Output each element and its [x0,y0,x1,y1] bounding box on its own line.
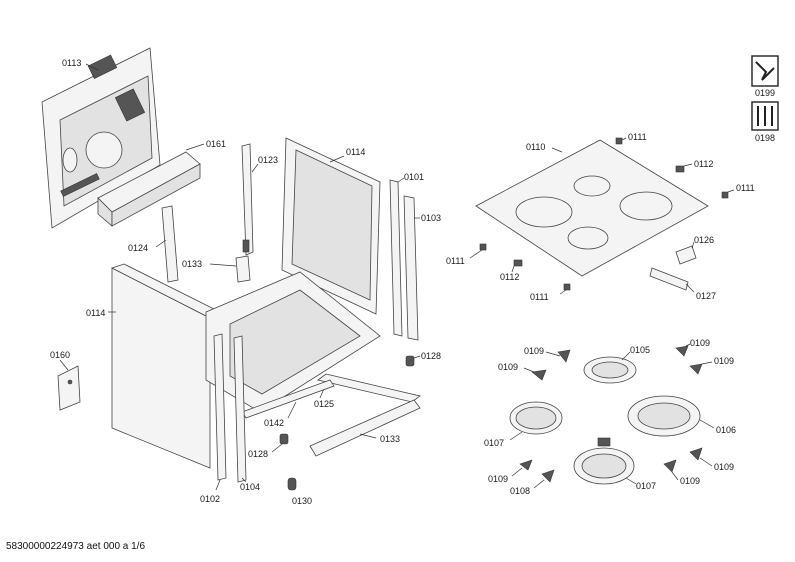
label-0109-d: 0109 [714,356,734,366]
bracket-0124-part[interactable] [161,205,179,283]
label-0109-c: 0109 [690,338,710,348]
terminal-0109-d-part[interactable] [689,363,703,375]
label-0108: 0108 [510,486,530,496]
label-0111-bottom: 0111 [530,292,549,302]
label-0109-g: 0109 [714,462,734,472]
connector-0126-part[interactable] [649,245,697,291]
terminal-0109-f-part[interactable] [663,459,677,473]
label-0111-left: 0111 [446,256,465,266]
foot-0128-left-part[interactable] [279,433,289,445]
label-0109-f: 0109 [680,476,700,486]
heating-element-0107-left-part[interactable] [509,401,563,435]
bottom-tray-part[interactable] [205,271,381,413]
label-0112-left: 0112 [500,272,519,282]
label-0112-right: 0112 [694,159,713,169]
heating-element-0107-right-part[interactable] [573,437,635,485]
back-panel-part[interactable] [41,47,161,229]
front-rail-0104-part[interactable] [233,335,247,483]
rail-0123-part[interactable] [241,143,254,256]
wrench-page-icon[interactable] [751,55,779,87]
terminal-0109-b-part[interactable] [531,369,547,381]
tools-icon[interactable] [751,101,779,131]
terminal-0109-g-part[interactable] [689,447,703,461]
rail-0125-part[interactable] [317,373,421,403]
label-0109-b: 0109 [498,362,518,372]
label-0106: 0106 [716,425,736,435]
terminal-0109-a-part[interactable] [557,349,571,363]
label-0109-e: 0109 [488,474,508,484]
label-0133-lower: 0133 [380,434,400,444]
clip-0111-left-part[interactable] [479,243,487,251]
front-rail-0102-part[interactable] [213,333,227,481]
label-0110: 0110 [526,142,545,152]
label-0161: 0161 [206,139,226,149]
heating-element-0105-part[interactable] [583,356,637,384]
side-panel-right-part[interactable] [281,137,381,315]
clip-0111-top-part[interactable] [615,137,623,145]
label-0160: 0160 [50,350,70,360]
label-0127: 0127 [696,291,716,301]
label-0114-lower: 0114 [86,308,105,318]
terminal-0108-part[interactable] [541,469,555,483]
label-0128-left: 0128 [248,449,268,459]
label-0114-upper: 0114 [346,147,365,157]
label-0111-top: 0111 [628,132,647,142]
label-0123: 0123 [258,155,278,165]
bracket-0133-upper-part[interactable] [235,255,251,283]
hinge-0160-part[interactable] [57,365,81,411]
label-0198: 0198 [755,133,775,143]
label-0103: 0103 [421,213,441,223]
label-0107-left: 0107 [484,438,504,448]
label-0199: 0199 [755,88,775,98]
clip-0112-left-part[interactable] [513,259,523,267]
label-0125: 0125 [314,399,334,409]
strip-0142-part[interactable] [241,379,335,419]
label-0130: 0130 [292,496,312,506]
clip-0111-bottom-part[interactable] [563,283,571,291]
label-0124: 0124 [128,243,148,253]
label-0109-a: 0109 [524,346,544,356]
heating-element-0106-part[interactable] [627,395,701,437]
foot-0130-part[interactable] [287,477,297,491]
label-0142: 0142 [264,418,284,428]
ceramic-hob-0110-part[interactable] [475,139,709,277]
label-0107-right: 0107 [636,481,656,491]
label-0104: 0104 [240,482,260,492]
clip-0112-right-part[interactable] [675,165,685,173]
label-0133-upper: 0133 [182,259,202,269]
rail-0133-lower-part[interactable] [309,399,421,457]
label-0111-right: 0111 [736,183,755,193]
control-panel-bar-part[interactable] [97,151,201,227]
label-0102: 0102 [200,494,220,504]
document-footer-code: 58300000224973 aet 000 a 1/6 [6,541,146,552]
foot-0128-right-part[interactable] [405,355,415,367]
label-0126: 0126 [694,235,714,245]
terminal-0109-c-part[interactable] [675,345,689,357]
terminal-0109-e-part[interactable] [519,459,533,471]
label-0105: 0105 [630,345,650,355]
clip-0111-right-part[interactable] [721,191,729,199]
label-0101: 0101 [404,172,424,182]
label-0128-right: 0128 [421,351,441,361]
rail-0103-part[interactable] [403,195,419,341]
label-0113: 0113 [62,58,81,68]
frame-rail-0101-part[interactable] [389,179,403,337]
side-panel-left-part[interactable] [110,263,221,469]
